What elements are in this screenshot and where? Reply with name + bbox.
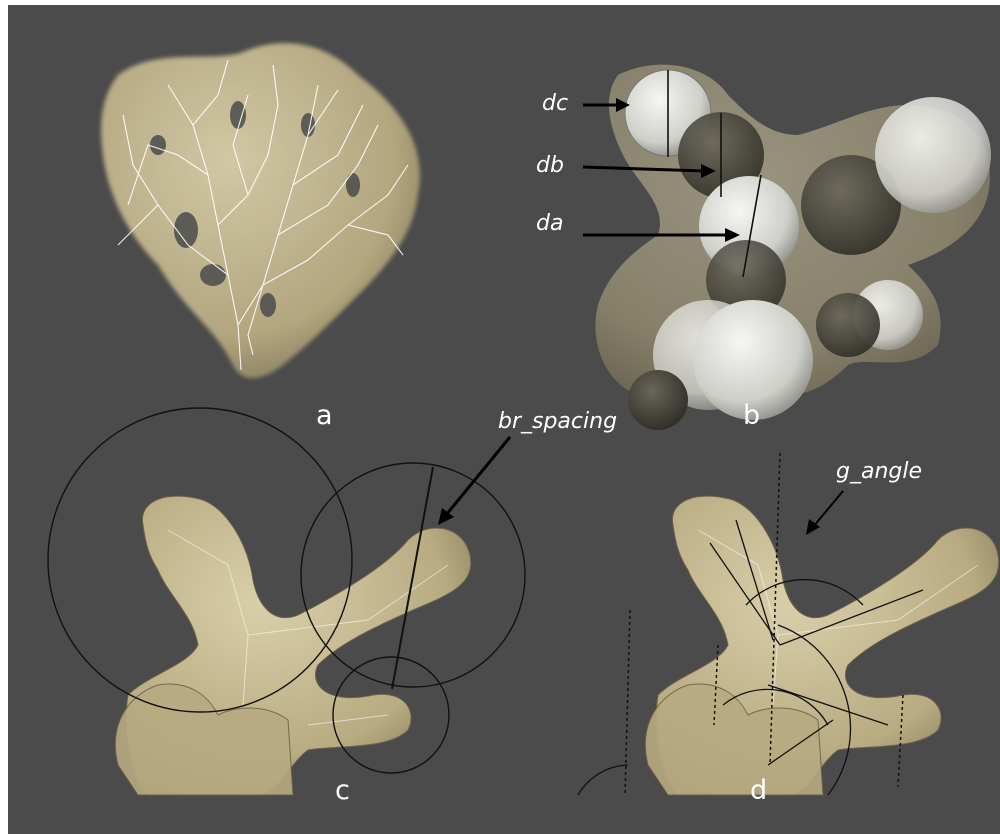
panel-a-coral: [101, 43, 420, 378]
panel-label-c: c: [335, 775, 350, 806]
figure-canvas: a b c d dc db da br_spacing g_angle: [8, 5, 1000, 834]
label-g-angle: g_angle: [836, 459, 922, 484]
label-dc: dc: [542, 91, 568, 116]
label-db: db: [536, 153, 564, 178]
panel-d-branch: [578, 453, 999, 795]
panel-c-branch: [48, 408, 525, 795]
panel-label-d: d: [750, 775, 767, 806]
label-br-spacing: br_spacing: [498, 409, 617, 434]
label-da: da: [536, 211, 563, 236]
panel-label-b: b: [743, 400, 760, 431]
panel-label-a: a: [316, 400, 333, 431]
panel-b-spheres: [583, 65, 991, 430]
